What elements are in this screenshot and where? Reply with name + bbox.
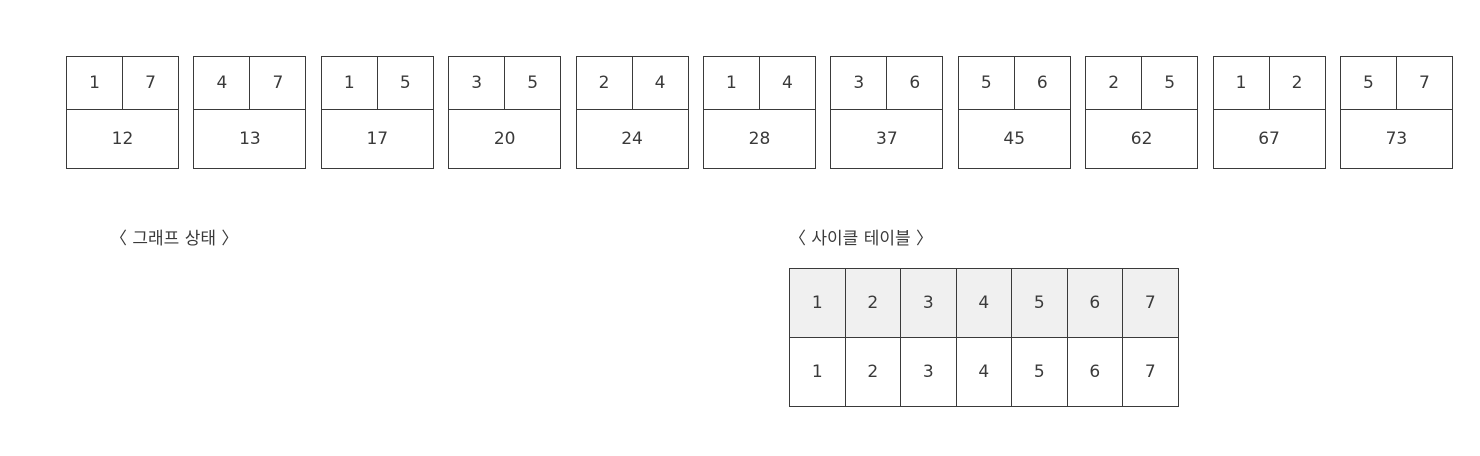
edge-node-a: 1 — [322, 57, 378, 109]
edge-node-a: 1 — [704, 57, 760, 109]
cycle-table-node-cell: 3 — [900, 268, 957, 338]
cycle-table-parent-cell: 1 — [789, 337, 846, 407]
edge-weight: 73 — [1385, 129, 1408, 149]
edge-weight: 37 — [876, 129, 898, 149]
edge-weight: 17 — [366, 129, 389, 149]
cycle-table-caption: 〈 사이클 테이블 〉 — [789, 229, 934, 249]
cycle-table-parent-cell: 4 — [955, 337, 1012, 407]
edge-node-a: 5 — [1341, 57, 1397, 109]
cycle-table-parent-cell: 3 — [900, 337, 957, 407]
edge-weight: 62 — [1130, 129, 1153, 149]
edge-node-b: 6 — [1036, 73, 1048, 93]
edge-node-b: 7 — [145, 73, 156, 93]
cycle-table-node-cell: 1 — [789, 268, 846, 338]
edge-node-a: 3 — [831, 57, 888, 109]
edge-weight: 13 — [239, 129, 261, 149]
cycle-table-node-cell: 7 — [1122, 268, 1179, 338]
edge-node-b: 7 — [272, 73, 284, 93]
cycle-table-parent-cell: 5 — [1011, 337, 1068, 407]
cycle-table-node-cell: 2 — [844, 268, 901, 338]
edge-node-b: 7 — [1418, 73, 1430, 93]
edge-node-b: 2 — [1291, 73, 1303, 93]
cycle-table-node-cell: 6 — [1066, 268, 1123, 338]
cycle-table-parent-cell: 7 — [1122, 337, 1179, 407]
edge-node-a: 1 — [1214, 57, 1270, 109]
edge-weight: 45 — [1003, 129, 1026, 149]
cycle-table-node-cell: 4 — [955, 268, 1012, 338]
cycle-table-node-cell: 5 — [1011, 268, 1068, 338]
edge-node-b: 5 — [527, 73, 539, 93]
edge-node-b: 6 — [909, 73, 921, 93]
edge-node-a: 2 — [1086, 57, 1143, 109]
edge-weight: 67 — [1258, 129, 1280, 149]
cycle-table-parent-cell: 6 — [1066, 337, 1123, 407]
edge-node-a: 4 — [194, 57, 251, 109]
edge-node-a: 1 — [67, 57, 123, 109]
edge-weight: 20 — [493, 129, 516, 149]
edge-weight: 12 — [111, 129, 134, 149]
edge-weight: 24 — [621, 129, 643, 149]
edge-node-b: 5 — [399, 73, 411, 93]
graph-state-caption: 〈 그래프 상태 〉 — [110, 229, 239, 249]
edge-node-b: 5 — [1164, 73, 1176, 93]
edge-node-b: 4 — [782, 73, 793, 93]
edge-node-b: 4 — [654, 73, 666, 93]
edge-weight: 28 — [748, 129, 771, 149]
edge-node-a: 5 — [959, 57, 1015, 109]
edge-node-a: 3 — [449, 57, 506, 109]
cycle-table-parent-cell: 2 — [844, 337, 901, 407]
edge-node-a: 2 — [577, 57, 633, 109]
